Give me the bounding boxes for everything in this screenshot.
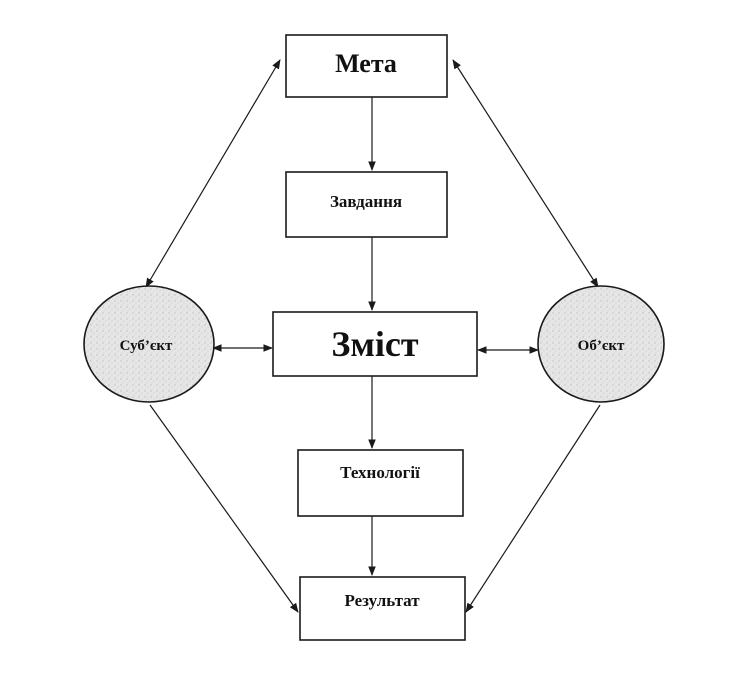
node-zavdannia-label: Завдання bbox=[330, 192, 402, 211]
node-zavdannia: Завдання bbox=[285, 171, 448, 238]
node-rezultat-label: Результат bbox=[344, 591, 420, 610]
node-rezultat: Результат bbox=[299, 576, 466, 641]
edge-subiekt-rezultat bbox=[149, 404, 299, 613]
node-zmist: Зміст bbox=[272, 311, 478, 377]
edge-meta-obiekt bbox=[452, 59, 599, 288]
node-tekhnolohii-label: Технології bbox=[340, 463, 420, 482]
node-tekhnolohii: Технології bbox=[297, 449, 464, 517]
node-obiekt: Об’єкт bbox=[537, 285, 665, 403]
edge-group bbox=[145, 59, 601, 613]
node-subiekt-label: Суб’єкт bbox=[120, 338, 173, 354]
node-obiekt-label: Об’єкт bbox=[578, 338, 625, 354]
node-meta: Мета bbox=[285, 34, 448, 98]
node-meta-label: Мета bbox=[335, 49, 397, 78]
node-zmist-label: Зміст bbox=[331, 324, 419, 364]
node-subiekt: Суб’єкт bbox=[83, 285, 215, 403]
edge-obiekt-rezultat bbox=[465, 404, 601, 613]
edge-meta-subiekt bbox=[145, 59, 281, 288]
